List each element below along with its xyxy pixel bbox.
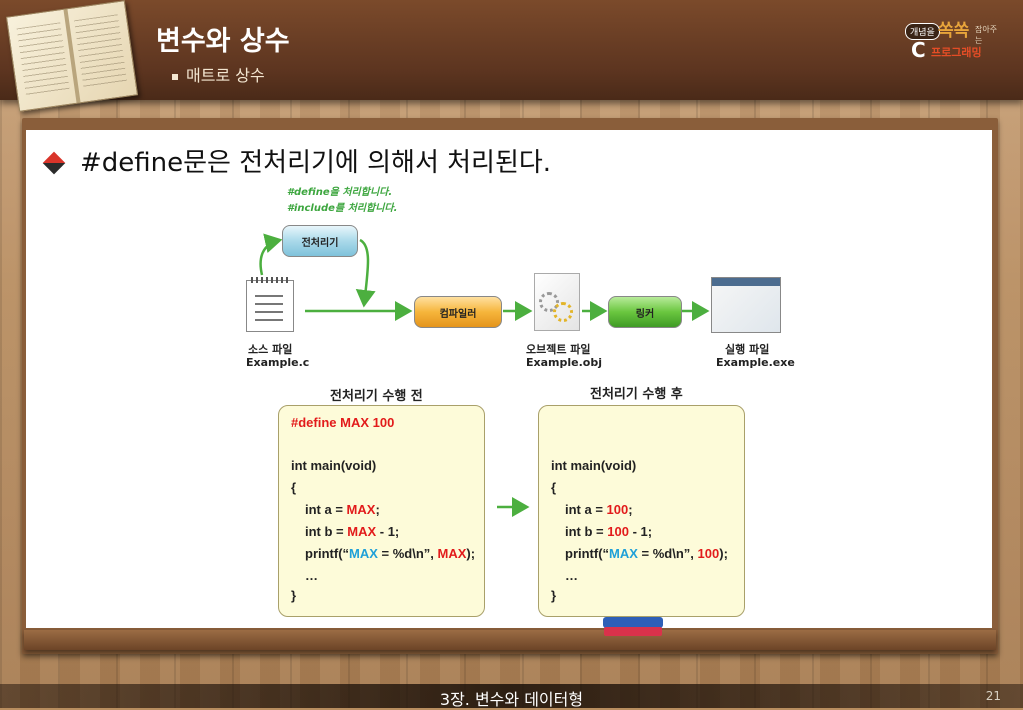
object-file-icon (534, 273, 580, 331)
compiler-cylinder: 컴파일러 (414, 296, 502, 328)
code-panel-after: int main(void) { int a = 100; int b = 10… (538, 405, 745, 617)
whiteboard (26, 130, 992, 628)
slide-subtitle: 매트로 상수 (172, 62, 265, 86)
object-filename: Example.obj (526, 356, 602, 369)
source-file-icon (246, 277, 294, 332)
eraser-icon (603, 617, 663, 637)
note-define: #define을 처리합니다. (287, 187, 393, 198)
exe-label: 실행 파일 (725, 343, 770, 356)
code-panel-before: #define MAX 100 int main(void) { int a =… (278, 405, 485, 617)
exe-file-icon (711, 277, 781, 333)
after-title: 전처리기 수행 후 (590, 387, 683, 402)
exe-filename: Example.exe (716, 356, 795, 369)
square-bullet-icon (172, 73, 178, 80)
note-include: #include를 처리합니다. (287, 203, 398, 214)
linker-cylinder: 링커 (608, 296, 682, 328)
preprocessor-cylinder: 전처리기 (282, 225, 358, 257)
slide-header: 변수와 상수 매트로 상수 개념을 쏙쏙 잡아주는 C 프로그래밍 (0, 0, 1023, 112)
headline: #define문은 전처리기에 의해서 처리된다. (40, 142, 551, 179)
slide-footer: 3장. 변수와 데이터형 21 (0, 684, 1023, 709)
book-logo: 개념을 쏙쏙 잡아주는 C 프로그래밍 (905, 16, 1001, 62)
source-filename: Example.c (246, 356, 310, 369)
chapter-label: 3장. 변수와 데이터형 (439, 690, 584, 709)
before-title: 전처리기 수행 전 (330, 389, 423, 404)
source-label: 소스 파일 (248, 343, 293, 356)
slide-title: 변수와 상수 (156, 26, 290, 57)
object-label: 오브젝트 파일 (526, 343, 591, 356)
define-line: #define MAX 100 (291, 415, 395, 430)
whiteboard-tray (24, 630, 996, 650)
page-number: 21 (985, 689, 1001, 703)
